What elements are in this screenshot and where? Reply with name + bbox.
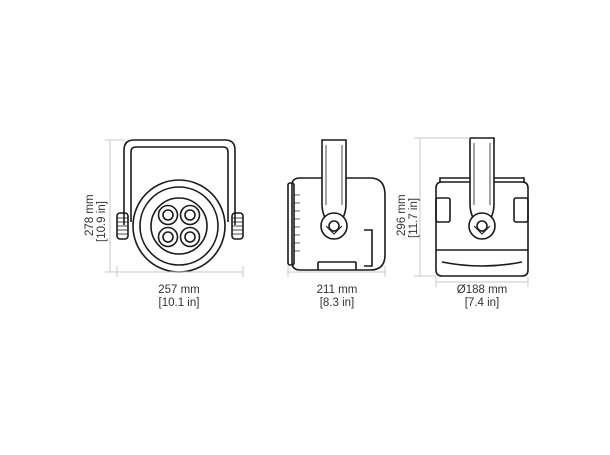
front-body-ring <box>139 186 219 266</box>
front-height-in: [10.9 in] <box>96 201 108 242</box>
front-view <box>116 139 244 273</box>
front-dimensions <box>105 139 244 277</box>
side-rear-panel <box>364 229 373 267</box>
front-width-mm: 257 mm <box>158 284 200 296</box>
front-body-outer <box>132 179 226 273</box>
side-knob <box>320 212 348 240</box>
side-dimensions <box>287 266 386 277</box>
rear-connector-left <box>435 197 451 223</box>
front-yoke-inner <box>130 146 229 222</box>
side-width-label: 211 mm [8.3 in] <box>298 284 376 310</box>
side-width-in: [8.3 in] <box>319 297 355 309</box>
front-right-knob <box>231 212 244 240</box>
front-lens-plate <box>150 197 208 255</box>
side-base <box>317 261 357 270</box>
side-front-ring <box>287 182 295 266</box>
front-left-knob <box>116 212 129 240</box>
rear-height-in: [11.7 in] <box>408 197 420 238</box>
rear-dimensions <box>414 137 529 287</box>
front-width-label: 257 mm [10.1 in] <box>140 284 218 310</box>
rear-knob <box>468 212 496 240</box>
rear-bottom <box>441 261 523 267</box>
rear-diameter-mm: Ø188 mm <box>456 284 508 296</box>
side-fins <box>294 194 300 252</box>
front-width-in: [10.1 in] <box>158 297 200 309</box>
rear-view <box>435 137 529 277</box>
front-yoke <box>123 139 236 225</box>
front-lenses <box>157 204 201 248</box>
rear-diameter-label: Ø188 mm [7.4 in] <box>442 284 522 310</box>
side-width-mm: 211 mm <box>316 284 358 296</box>
rear-connector-right <box>513 197 529 223</box>
rear-diameter-in: [7.4 in] <box>464 297 500 309</box>
side-view <box>287 139 386 271</box>
